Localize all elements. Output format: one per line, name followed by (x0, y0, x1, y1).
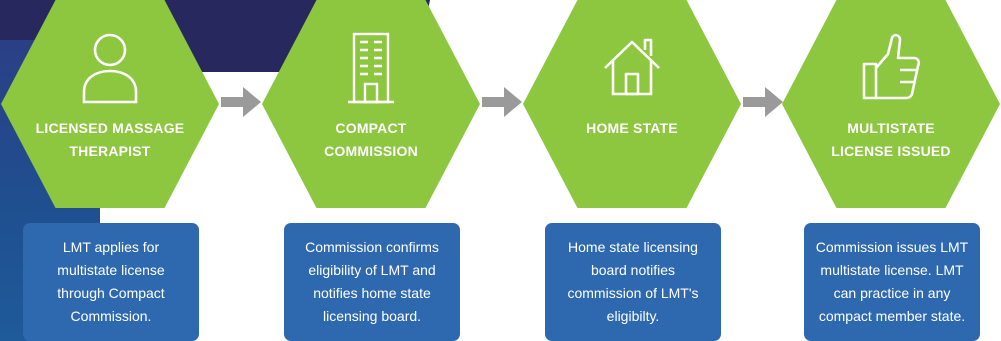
step-label: MULTISTATE LICENSE ISSUED (831, 120, 951, 159)
step-description: Commission confirms eligibility of LMT a… (284, 223, 460, 341)
person-icon (82, 33, 138, 104)
thumbs-up-icon (862, 33, 921, 100)
step-description: Commission issues LMT multistate license… (804, 223, 980, 341)
step-label: LICENSED MASSAGE THERAPIST (35, 120, 185, 159)
step-compact-commission: COMPACT COMMISSION Commission confirms e… (262, 0, 480, 341)
arrow-right-icon (743, 87, 783, 117)
step-hexagon: COMPACT COMMISSION (262, 0, 480, 208)
arrow-right-icon (221, 87, 261, 117)
step-label: HOME STATE (586, 120, 678, 136)
step-hexagon: HOME STATE (523, 0, 741, 208)
step-home-state: HOME STATE Home state licensing board no… (523, 0, 741, 341)
house-icon (604, 38, 660, 96)
step-label: COMPACT COMMISSION (324, 120, 418, 159)
step-hexagon: MULTISTATE LICENSE ISSUED (782, 0, 1000, 208)
building-icon (348, 32, 394, 104)
step-description: LMT applies for multistate license throu… (23, 223, 199, 341)
step-hexagon: LICENSED MASSAGE THERAPIST (1, 0, 219, 208)
step-licensed-massage-therapist: LICENSED MASSAGE THERAPIST LMT applies f… (1, 0, 219, 341)
step-multistate-license-issued: MULTISTATE LICENSE ISSUED Commission iss… (782, 0, 1000, 341)
step-description: Home state licensing board notifies comm… (545, 223, 721, 341)
arrow-right-icon (482, 87, 522, 117)
